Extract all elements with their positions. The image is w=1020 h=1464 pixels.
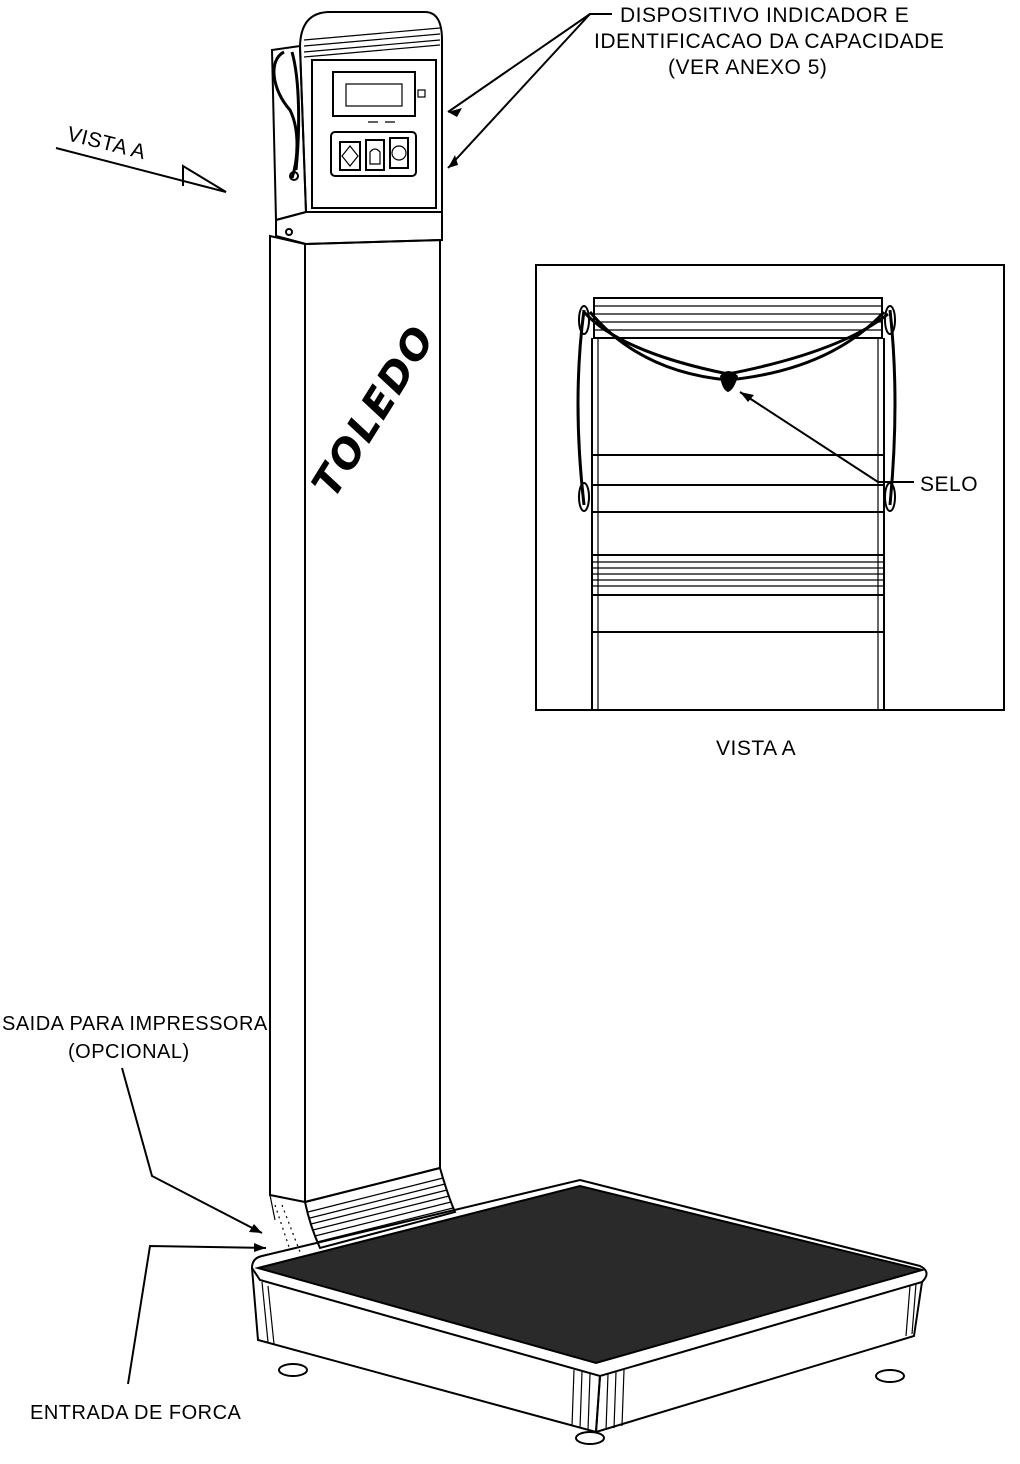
indicator-label-line3: (VER ANEXO 5) — [668, 56, 827, 79]
print-key-icon — [389, 137, 409, 169]
power-label: ENTRADA DE FORCA — [30, 1402, 242, 1424]
seal-wire-inset — [582, 310, 889, 376]
status-lamp-icon — [417, 89, 426, 98]
keypad-panel — [330, 131, 417, 177]
tare-key-icon — [339, 141, 361, 171]
indicator-label-line2: IDENTIFICACAO DA CAPACIDADE — [594, 30, 944, 53]
view-arrow-label: VISTA A — [65, 123, 148, 165]
printer-label-line2: (OPCIONAL) — [68, 1041, 190, 1063]
indicator-label-line1: DISPOSITIVO INDICADOR E — [620, 4, 909, 27]
display-window — [332, 71, 416, 117]
detail-view-a — [535, 264, 1005, 711]
printer-label-line1: SAIDA PARA IMPRESSORA — [2, 1013, 268, 1035]
platform-top — [254, 1184, 926, 1365]
scale-column: TOLEDO — [269, 234, 457, 1253]
indicator-housing — [270, 11, 443, 246]
brand-logo: TOLEDO — [303, 317, 444, 505]
seal-lead-icon — [720, 371, 738, 392]
seal-label: SELO — [920, 473, 978, 496]
scale-platform — [250, 1178, 928, 1445]
view-caption: VISTA A — [716, 737, 796, 760]
callout-labels: DISPOSITIVO INDICADOR E IDENTIFICACAO DA… — [2, 4, 978, 1424]
leader-lines — [55, 13, 914, 1385]
zero-key-icon — [365, 139, 385, 171]
seal-wire — [272, 50, 299, 179]
indicator-panel — [311, 59, 437, 209]
